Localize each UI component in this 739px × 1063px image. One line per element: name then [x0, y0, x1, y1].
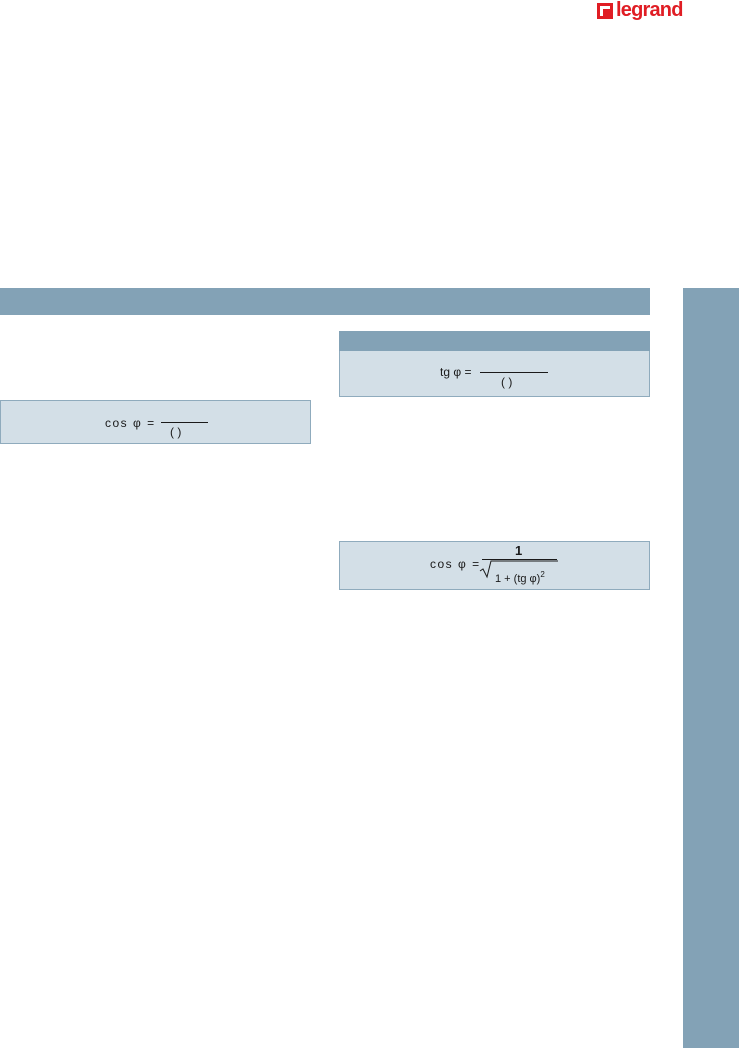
formula-lhs: tg φ =	[440, 365, 472, 379]
fraction-bar	[482, 559, 557, 560]
formula-lhs: cos φ =	[105, 416, 156, 430]
legrand-logo-icon	[597, 3, 613, 19]
formula-denominator: ( )	[170, 425, 182, 439]
section-header-band	[0, 288, 650, 315]
formula-denominator-base: 1 + (tg φ)	[495, 573, 541, 585]
formula-denominator: ( )	[501, 375, 513, 389]
formula-box-header	[339, 331, 650, 351]
fraction-bar	[480, 372, 548, 373]
fraction-bar	[161, 422, 208, 423]
side-tab	[683, 288, 739, 1048]
formula-lhs: cos φ =	[430, 557, 481, 571]
logo-wordmark: legrand	[616, 0, 683, 21]
formula-denominator: 1 + (tg φ)2	[495, 568, 545, 586]
legrand-logo: legrand	[597, 0, 683, 22]
formula-box-cos-phi: cos φ = ( )	[0, 400, 311, 444]
square-root-icon	[479, 560, 558, 579]
formula-denominator-exponent: 2	[540, 570, 545, 579]
formula-box-cos-phi-from-tg: cos φ = 1 1 + (tg φ)2	[339, 541, 650, 590]
formula-numerator: 1	[515, 543, 523, 558]
formula-box-tg-phi: tg φ = ( )	[339, 351, 650, 397]
